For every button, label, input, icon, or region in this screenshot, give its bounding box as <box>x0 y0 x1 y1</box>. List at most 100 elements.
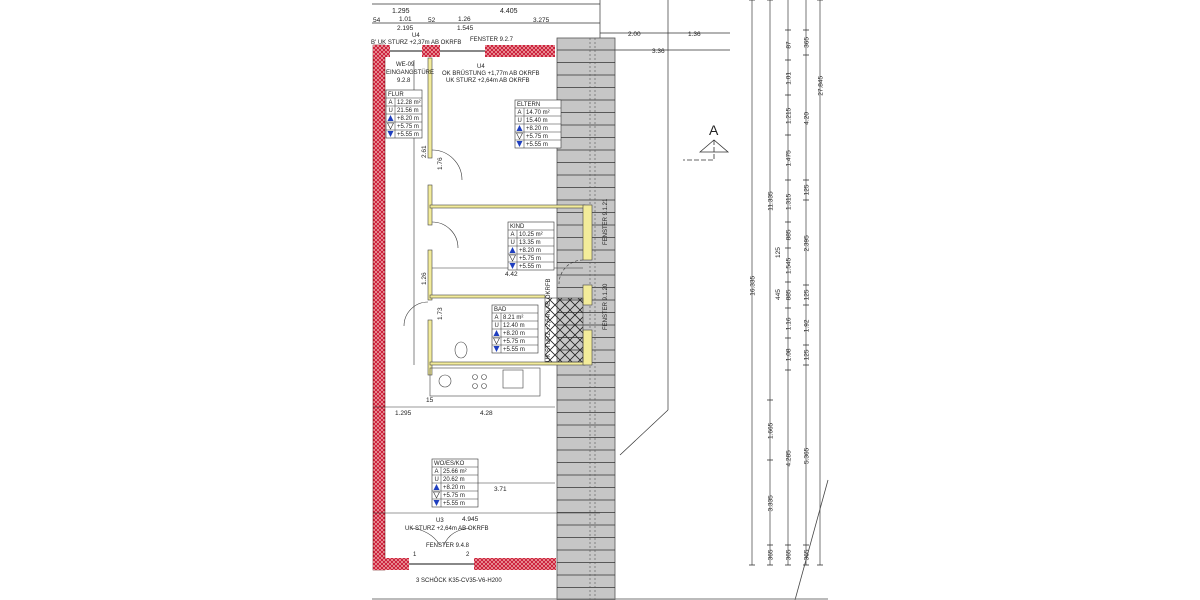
row-value: +5.75 m <box>503 339 525 345</box>
dim-top: 54 <box>373 17 381 24</box>
dimension-label: 1.08 <box>786 348 793 361</box>
row-value: +5.55 m <box>526 142 548 148</box>
dimension-label: 125 <box>804 349 811 360</box>
row-value: +8.20 m <box>503 331 525 337</box>
dimension-label: 885 <box>786 229 793 240</box>
room-name: FLUR <box>388 92 404 98</box>
dim: 3.71 <box>494 486 507 493</box>
row-value: +5.55 m <box>443 501 465 507</box>
triangle-up-icon <box>433 484 440 490</box>
row-value: 25.66 m² <box>443 469 467 475</box>
dimension-label: 16.335 <box>750 276 757 296</box>
row-value: 13.35 m <box>519 240 541 246</box>
dim: 1.76 <box>437 157 444 170</box>
row-value: 12.40 m <box>503 323 525 329</box>
dimension-label: 2.395 <box>804 235 811 252</box>
row-value: 8.21 m² <box>503 315 523 321</box>
row-key: U <box>518 118 522 124</box>
row-value: +5.75 m <box>443 493 465 499</box>
top-dimensions <box>372 0 730 456</box>
triangle-down-icon <box>387 131 394 137</box>
row-value: 12.28 m² <box>397 100 421 106</box>
dim: 1.73 <box>437 307 444 320</box>
label-fenster-bottom: FENSTER 9.4.8 <box>426 543 470 549</box>
dimension-label: 365 <box>804 37 811 48</box>
triangle-up-icon <box>493 330 500 336</box>
row-value: +5.75 m <box>519 256 541 262</box>
dimension-label: 365 <box>786 549 793 560</box>
dim: 1.295 <box>395 410 412 417</box>
section-marker-icon <box>683 139 730 161</box>
label-u4: U4 <box>477 64 485 70</box>
dim-top: 1.26 <box>458 16 471 23</box>
row-value: +8.20 m <box>526 126 548 132</box>
label-fenster-kind: FENSTER 9.1.21 <box>603 198 609 245</box>
dim-top: 1.295 <box>392 8 410 15</box>
row-key: U <box>511 240 515 246</box>
door-number: 9.2.8 <box>397 78 411 84</box>
label-fenster-top: FENSTER 9.2.7 <box>470 37 514 43</box>
label-u4: U4 <box>412 33 420 39</box>
dimension-label: 3.335 <box>768 495 775 512</box>
dimension-label: 885 <box>786 289 793 300</box>
label-brustung: OK BRÜSTUNG +1,77m AB OKRFB <box>442 70 540 77</box>
triangle-down-icon <box>516 141 523 147</box>
label-u3: U3 <box>436 518 444 524</box>
dim-top: 1.01 <box>399 16 412 23</box>
dim-top: 3.275 <box>533 17 550 24</box>
label-kind-sturz: UK STURZ +2,64m AB OKRFB <box>546 278 552 362</box>
room-name: KIND <box>510 224 525 230</box>
triangle-up-icon <box>516 125 523 131</box>
dim: 4.28 <box>480 410 493 417</box>
dimension-label: 125 <box>804 289 811 300</box>
room-name: WO/ES/KO <box>434 461 465 467</box>
exterior-walls <box>372 44 556 571</box>
dimension-label: 4.285 <box>786 450 793 467</box>
row-value: 21.56 m <box>397 108 419 114</box>
dim: 1.26 <box>421 272 428 285</box>
dimension-label: 1.545 <box>786 257 793 274</box>
triangle-down-icon <box>493 346 500 352</box>
row-key: A <box>518 110 522 116</box>
dimension-label: 365 <box>804 549 811 560</box>
dim-top: 4.405 <box>500 8 518 15</box>
row-value: +5.75 m <box>526 134 548 140</box>
row-key: A <box>435 469 439 475</box>
dimension-label: 1.315 <box>786 193 793 210</box>
dimension-label: 1.215 <box>786 107 793 124</box>
dimension-label: 87 <box>786 41 793 49</box>
room-name: BAD <box>494 307 507 313</box>
dim-top: 2.00 <box>628 31 641 38</box>
dim-top: 3.36 <box>652 48 665 55</box>
label-sturz: UK STURZ +2,64m AB OKRFB <box>446 78 530 84</box>
door-leaf-label: 2 <box>466 552 470 558</box>
label-top-left: B' UK STURZ +2,37m AB OKRFB <box>371 40 461 46</box>
row-value: +5.75 m <box>397 124 419 130</box>
dimension-label: 4.20 <box>804 112 811 125</box>
dimension-label: 365 <box>768 549 775 560</box>
diagonal-line <box>794 479 829 600</box>
row-key: U <box>389 108 393 114</box>
room-name: ELTERN <box>517 102 540 108</box>
dim-top: 1.36 <box>688 31 701 38</box>
dimension-label: 125 <box>775 247 782 258</box>
dimension-label: 1.665 <box>768 422 775 439</box>
door-leaf-label: 1 <box>413 552 417 558</box>
dimension-label: 1.92 <box>804 319 811 332</box>
triangle-down-outline-icon <box>433 491 440 499</box>
door-swings <box>403 149 584 546</box>
right-dimensions: 871.011.2151.4751.3158851.5458851.161.08… <box>372 0 829 600</box>
interior-walls <box>427 57 593 397</box>
triangle-down-outline-icon <box>493 337 500 345</box>
row-value: +8.20 m <box>519 248 541 254</box>
label-schock: 3 SCHÖCK K35-CV35-V6-H200 <box>416 577 502 584</box>
row-value: 14.70 m² <box>526 110 550 116</box>
dimension-label: 125 <box>804 184 811 195</box>
row-value: +8.20 m <box>443 485 465 491</box>
door-name: EINGANGSTÜRE <box>386 69 434 76</box>
room-tables: FLUR A 12.28 m² U 21.56 m +8.20 m +5.75 m +5.55… <box>385 89 562 508</box>
